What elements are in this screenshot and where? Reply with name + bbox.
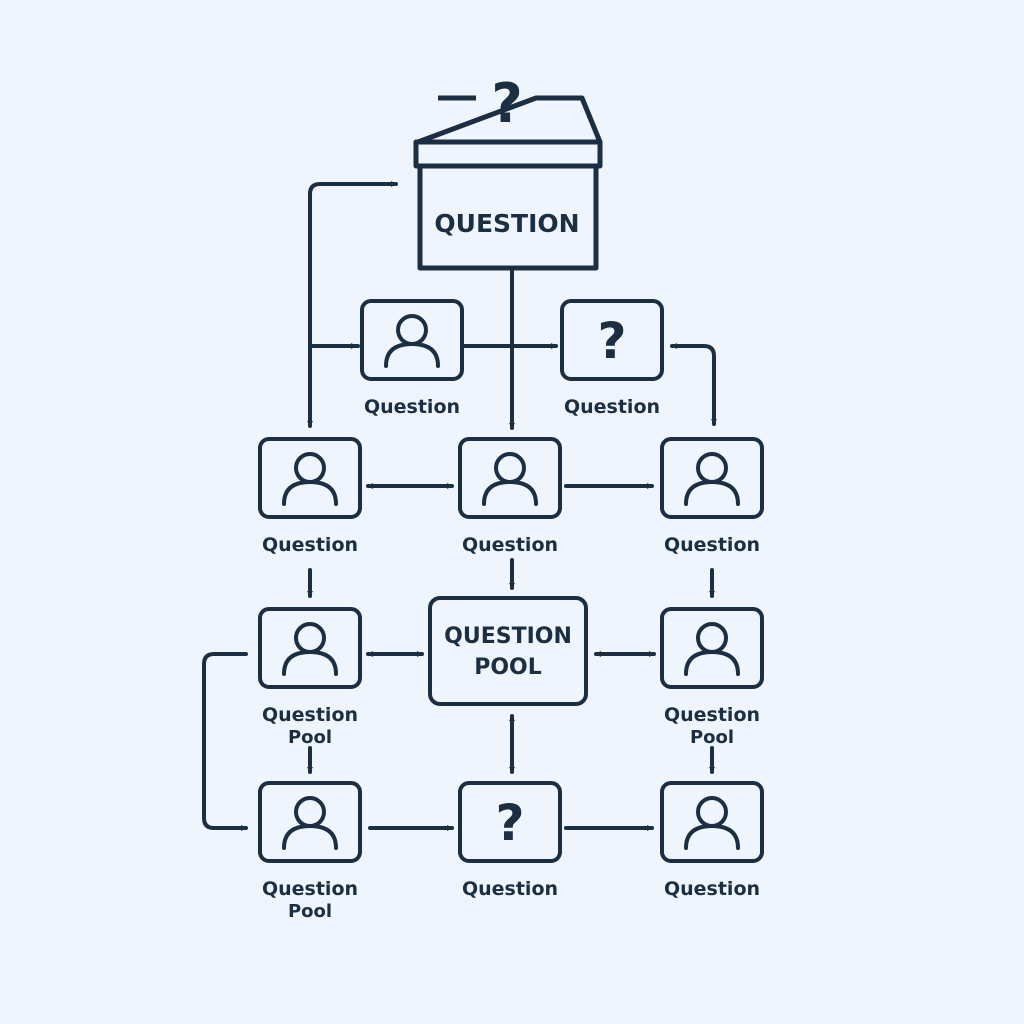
person-icon [684, 452, 740, 506]
person-icon [482, 452, 538, 506]
ballot-question-mark: ? [491, 72, 522, 135]
node-label: Question [262, 878, 358, 900]
connector-loop-to-top-box [308, 181, 398, 348]
node-label: Question [564, 396, 660, 418]
connector-far-left-loop [202, 652, 248, 831]
node-r2-left: Question [258, 437, 362, 556]
person-icon [282, 452, 338, 506]
person-icon [684, 796, 740, 850]
person-icon [384, 314, 440, 368]
node-label: Question [364, 396, 460, 418]
node-r1-left: Question [360, 299, 464, 418]
node-frame [360, 299, 464, 381]
node-label-line2: Pool [288, 901, 332, 922]
question-pool-box [428, 596, 588, 706]
question-pool-line2: POOL [474, 655, 542, 680]
connector-r1-right-loop [670, 343, 717, 426]
question-mark-icon: ? [597, 312, 626, 370]
person-icon [282, 622, 338, 676]
node-frame [660, 607, 764, 689]
node-label: Question [462, 878, 558, 900]
question-mark-icon: ? [495, 794, 524, 852]
node-frame [458, 781, 562, 863]
node-label-line2: Pool [288, 727, 332, 748]
node-r2-mid: Question [458, 437, 562, 556]
node-frame [258, 607, 362, 689]
person-icon [282, 796, 338, 850]
node-label: Question [664, 534, 760, 556]
question-pool-line1: QUESTION [444, 624, 572, 649]
person-icon [684, 622, 740, 676]
ballot-box-icon [413, 95, 603, 271]
node-label: Question [462, 534, 558, 556]
node-label-line2: Pool [690, 727, 734, 748]
node-frame [560, 299, 664, 381]
top-question-label: QUESTION [434, 209, 579, 238]
node-label: Question [664, 704, 760, 726]
node-r1-right: ? Question [560, 299, 664, 418]
node-r4-mid: ? Question [458, 781, 562, 900]
node-frame [458, 437, 562, 519]
node-label: Question [664, 878, 760, 900]
node-label: Question [262, 534, 358, 556]
node-label: Question [262, 704, 358, 726]
node-frame [660, 781, 764, 863]
node-frame [258, 437, 362, 519]
node-r2-right: Question [660, 437, 764, 556]
node-r4-right: Question [660, 781, 764, 900]
node-frame [660, 437, 764, 519]
node-frame [258, 781, 362, 863]
